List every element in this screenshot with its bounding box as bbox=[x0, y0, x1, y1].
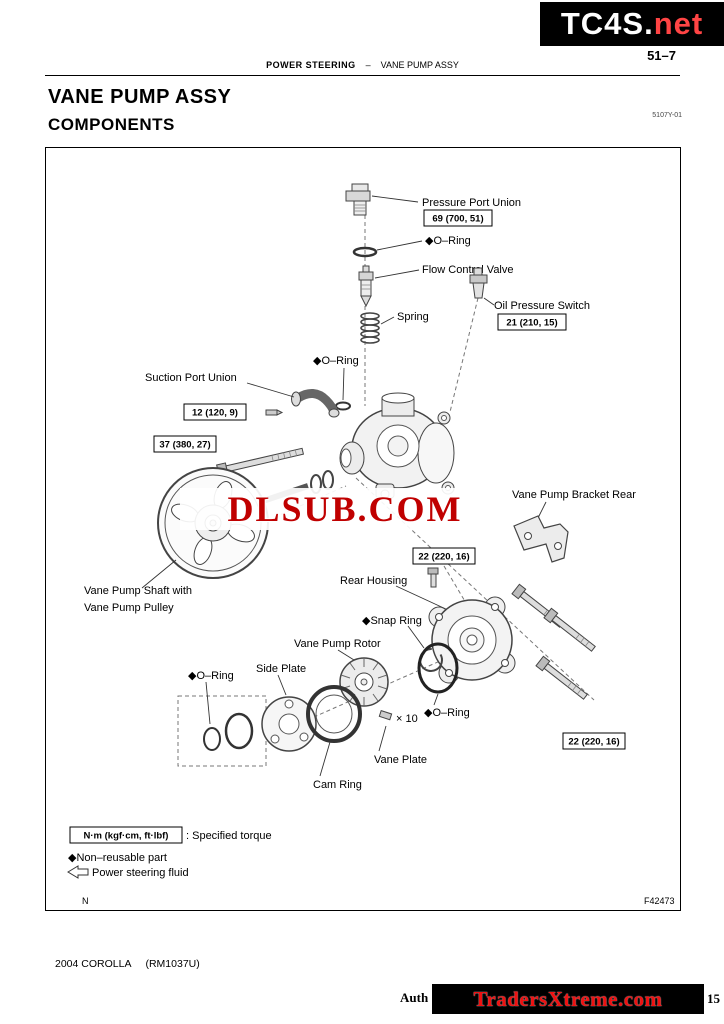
tc4s-logo: TC4S.net bbox=[540, 2, 724, 46]
label-pump-shaft-line2: Vane Pump Pulley bbox=[84, 602, 174, 614]
label-vane-qty: × 10 bbox=[396, 713, 418, 725]
footer-partial-left: Auth bbox=[400, 990, 429, 1005]
dlsub-watermark: DLSUB.COM bbox=[180, 488, 510, 530]
logo-main: TC4S bbox=[560, 6, 645, 41]
legend-torque-box: N·m (kgf·cm, ft·lbf) bbox=[84, 831, 169, 842]
bracket-bolt-part bbox=[427, 567, 439, 588]
rear-bolt-3-part bbox=[535, 655, 588, 700]
label-cam-ring: Cam Ring bbox=[313, 779, 362, 791]
label-o-ring-mid: ◆O–Ring bbox=[313, 355, 359, 367]
figure-code: F42473 bbox=[644, 896, 675, 906]
front-housing-part bbox=[339, 392, 455, 499]
torque-pressure-port-union: 69 (700, 51) bbox=[432, 214, 483, 225]
legend: N·m (kgf·cm, ft·lbf) : Specified torque … bbox=[67, 826, 272, 879]
label-flow-control-valve: Flow Control Valve bbox=[422, 264, 514, 276]
exploded-diagram: Pressure Port Union 69 (700, 51) ◆O–Ring… bbox=[67, 183, 675, 906]
page-number: 51–7 bbox=[647, 48, 676, 63]
side-plate-part bbox=[261, 696, 317, 752]
label-o-ring-rear: ◆O–Ring bbox=[424, 707, 470, 719]
cam-ring-part bbox=[306, 685, 362, 743]
label-o-ring-left: ◆O–Ring bbox=[188, 670, 234, 682]
components-diagram-frame: Pressure Port Union 69 (700, 51) ◆O–Ring… bbox=[45, 147, 681, 911]
tradersxtreme-bar: TradersXtreme.com bbox=[432, 984, 704, 1014]
label-pressure-port-union: Pressure Port Union bbox=[422, 197, 521, 209]
spring-part bbox=[360, 312, 380, 344]
oil-pressure-switch-part bbox=[469, 267, 488, 299]
o-ring-mid-part bbox=[335, 401, 351, 411]
legend-torque-text: : Specified torque bbox=[186, 830, 272, 842]
torque-bolt-22-rear: 22 (220, 16) bbox=[568, 737, 619, 748]
o-ring-top-part bbox=[352, 246, 378, 258]
footer-model-line: 2004 COROLLA (RM1037U) bbox=[55, 958, 200, 970]
torque-box-bolt-37: 37 (380, 27) bbox=[153, 435, 217, 453]
rear-bolt-2-part bbox=[543, 607, 596, 652]
legend-non-reusable: ◆Non–reusable part bbox=[68, 852, 167, 864]
footer-partial-right: 15 bbox=[707, 991, 720, 1006]
label-vane-pump-bracket-rear: Vane Pump Bracket Rear bbox=[512, 489, 636, 501]
logo-suffix: net bbox=[653, 6, 704, 41]
label-vane-pump-rotor: Vane Pump Rotor bbox=[294, 638, 381, 650]
o-ring-rear-part bbox=[417, 642, 459, 694]
torque-box-pressure-port-union: 69 (700, 51) bbox=[423, 209, 493, 227]
rear-housing-part bbox=[428, 596, 516, 684]
label-oil-pressure-switch: Oil Pressure Switch bbox=[494, 300, 590, 312]
torque-box-bolt-22-rear: 22 (220, 16) bbox=[562, 732, 626, 750]
torque-box-bolt-22-bracket: 22 (220, 16) bbox=[412, 547, 476, 565]
doc-code: 5107Y-01 bbox=[652, 112, 682, 119]
tradersxtreme-watermark: TradersXtreme.com bbox=[473, 986, 663, 1011]
running-header-separator: – bbox=[365, 60, 371, 70]
suction-port-union-part bbox=[265, 389, 340, 418]
running-header-section: POWER STEERING bbox=[266, 60, 356, 70]
footer-model: 2004 COROLLA bbox=[55, 958, 132, 970]
torque-box-oil-pressure-switch: 21 (210, 15) bbox=[497, 313, 567, 331]
vane-plate-part bbox=[378, 709, 393, 721]
torque-oil-pressure-switch: 21 (210, 15) bbox=[506, 318, 557, 329]
torque-box-suction-port-union: 12 (120, 9) bbox=[183, 403, 247, 421]
fluid-arrow-icon bbox=[67, 865, 89, 879]
logo-dot: . bbox=[644, 6, 654, 41]
corner-mark: N bbox=[82, 896, 89, 906]
bracket-rear-part bbox=[513, 515, 569, 563]
running-header: POWER STEERING–VANE PUMP ASSY bbox=[45, 60, 680, 76]
o-ring-left-small-part bbox=[203, 727, 221, 751]
label-spring: Spring bbox=[397, 311, 429, 323]
label-side-plate: Side Plate bbox=[256, 663, 306, 675]
pressure-port-union-part bbox=[345, 183, 371, 216]
legend-fluid: Power steering fluid bbox=[92, 867, 189, 879]
label-rear-housing: Rear Housing bbox=[340, 575, 407, 587]
label-o-ring-top: ◆O–Ring bbox=[425, 235, 471, 247]
torque-bolt-22-bracket: 22 (220, 16) bbox=[418, 552, 469, 563]
running-header-topic: VANE PUMP ASSY bbox=[380, 60, 459, 70]
label-suction-port-union: Suction Port Union bbox=[145, 372, 237, 384]
label-pump-shaft-line1: Vane Pump Shaft with bbox=[84, 585, 192, 597]
section-title: COMPONENTS bbox=[48, 115, 175, 134]
flow-control-valve-part bbox=[358, 265, 374, 308]
page-title: VANE PUMP ASSY bbox=[48, 86, 232, 108]
torque-suction-port-union: 12 (120, 9) bbox=[192, 408, 238, 419]
footer-manual-code: (RM1037U) bbox=[145, 958, 200, 970]
rotor-part bbox=[339, 657, 389, 707]
o-ring-left-large-part bbox=[224, 712, 254, 750]
torque-bolt-37: 37 (380, 27) bbox=[159, 440, 210, 451]
label-vane-plate: Vane Plate bbox=[374, 754, 427, 766]
label-snap-ring: ◆Snap Ring bbox=[362, 615, 422, 627]
